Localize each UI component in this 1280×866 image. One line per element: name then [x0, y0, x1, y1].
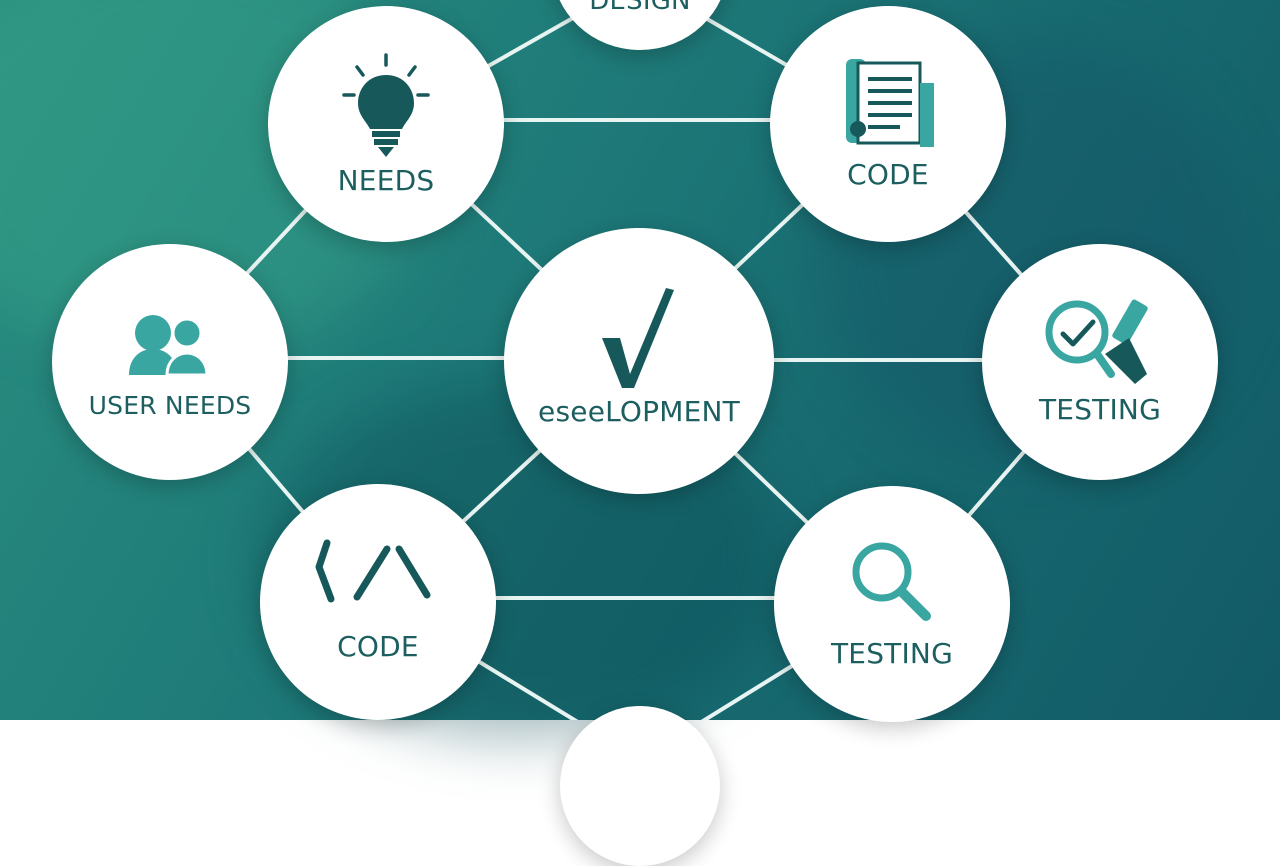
users-icon	[129, 314, 209, 376]
lightbulb-icon	[342, 53, 430, 157]
node-user-needs: USER NEEDS	[52, 244, 288, 480]
code-brackets-icon	[315, 539, 431, 603]
checkmark-icon	[602, 288, 674, 388]
magnifier-check-icon	[1045, 299, 1148, 384]
node-code-bottom: CODE	[260, 484, 496, 720]
node-testing-right: TESTING	[982, 244, 1218, 480]
node-bottom-partial	[560, 706, 720, 866]
node-design-label: DESIGN	[589, 0, 691, 16]
node-needs: NEEDS	[268, 6, 504, 242]
node-code-bottom-label: CODE	[337, 630, 419, 663]
node-center-label: eseeLOPMENT	[538, 395, 740, 428]
node-center: eseeLOPMENT	[504, 228, 774, 494]
node-testing-bottom-label: TESTING	[831, 637, 953, 670]
node-user-needs-label: USER NEEDS	[88, 390, 252, 420]
node-code-top: CODE	[770, 6, 1006, 242]
document-scroll-icon	[846, 59, 934, 147]
node-testing-right-label: TESTING	[1039, 393, 1161, 426]
node-testing-bottom: TESTING	[774, 486, 1010, 722]
node-needs-label: NEEDS	[337, 164, 435, 197]
search-icon	[852, 542, 931, 621]
node-code-top-label: CODE	[847, 158, 929, 191]
